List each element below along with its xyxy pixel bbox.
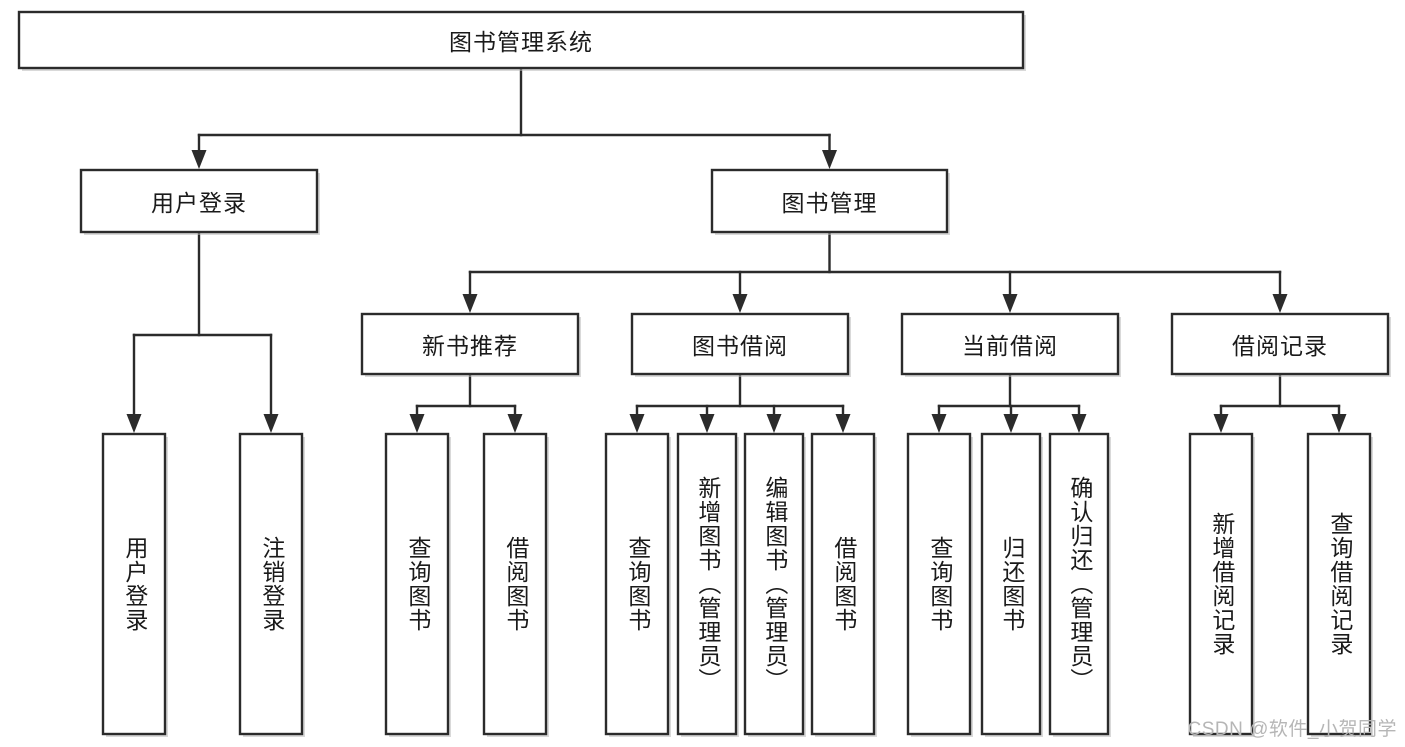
node-book-manage[interactable]: [710, 168, 950, 235]
arrow-head-icon: [507, 414, 523, 433]
arrow-head-icon: [191, 150, 207, 169]
node-leaf-add-record[interactable]: [1188, 432, 1255, 737]
node-root[interactable]: [17, 10, 1026, 71]
arrow-head-icon: [766, 414, 782, 433]
node-current-borrow[interactable]: [900, 312, 1121, 377]
nodes-layer: [17, 10, 1391, 737]
arrow-head-icon: [699, 414, 715, 433]
node-book-borrow[interactable]: [630, 312, 851, 377]
node-user-login[interactable]: [79, 168, 320, 235]
arrow-head-icon: [629, 414, 645, 433]
connectors-layer: [126, 66, 1347, 433]
node-leaf-add-book[interactable]: [676, 432, 739, 737]
node-leaf-logout[interactable]: [238, 432, 305, 737]
arrow-head-icon: [732, 294, 748, 313]
arrow-head-icon: [263, 414, 279, 433]
node-leaf-return-book[interactable]: [980, 432, 1043, 737]
arrow-head-icon: [462, 294, 478, 313]
arrow-head-icon: [126, 414, 142, 433]
node-leaf-borrow-book-1[interactable]: [482, 432, 549, 737]
arrow-head-icon: [1331, 414, 1347, 433]
arrow-head-icon: [1071, 414, 1087, 433]
arrow-head-icon: [1213, 414, 1229, 433]
node-leaf-borrow-book-2[interactable]: [810, 432, 877, 737]
node-borrow-record[interactable]: [1170, 312, 1391, 377]
node-leaf-edit-book[interactable]: [743, 432, 806, 737]
node-leaf-query-book-2[interactable]: [604, 432, 671, 737]
node-new-book-rec[interactable]: [360, 312, 581, 377]
arrow-head-icon: [822, 150, 837, 169]
node-leaf-query-record[interactable]: [1306, 432, 1373, 737]
arrow-head-icon: [931, 414, 947, 433]
node-leaf-query-book-3[interactable]: [906, 432, 973, 737]
arrow-head-icon: [409, 414, 425, 433]
arrow-head-icon: [1272, 294, 1288, 313]
arrow-head-icon: [835, 414, 851, 433]
node-leaf-query-book-1[interactable]: [384, 432, 451, 737]
arrow-head-icon: [1003, 414, 1019, 433]
arrow-head-icon: [1002, 294, 1018, 313]
node-leaf-confirm-return[interactable]: [1048, 432, 1111, 737]
node-leaf-user-login[interactable]: [101, 432, 168, 737]
